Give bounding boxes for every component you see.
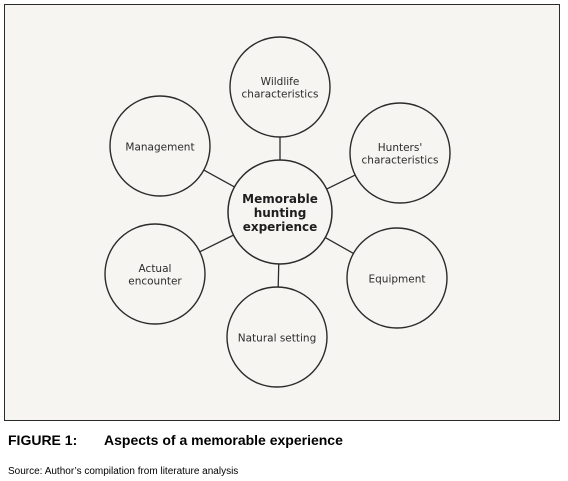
node-label-equipment-line-1: Equipment	[369, 273, 426, 285]
node-label-actual-encounter-line-2: encounter	[128, 276, 182, 288]
connector-hunters-characteristics	[326, 174, 356, 190]
node-hunters-characteristics: Hunters'characteristics	[349, 102, 451, 204]
center-node-label-line-2: hunting	[254, 206, 307, 220]
node-label-management-line-1: Management	[125, 141, 194, 153]
connector-equipment	[324, 236, 354, 255]
node-equipment: Equipment	[346, 227, 448, 329]
connector-management	[203, 169, 235, 188]
node-label-hunters-characteristics-line-1: Hunters'	[378, 142, 422, 154]
node-circle-management	[109, 95, 211, 197]
node-natural-setting: Natural setting	[226, 286, 328, 388]
center-node-label-line-1: Memorable	[242, 192, 318, 206]
aspects-diagram: WildlifecharacteristicsHunters'character…	[104, 36, 451, 388]
figure-caption-title: Aspects of a memorable experience	[104, 432, 343, 448]
node-label-hunters-characteristics-line-2: characteristics	[362, 155, 439, 167]
figure-source: Source: Author’s compilation from litera…	[8, 466, 239, 477]
figure-caption-label: FIGURE 1:	[8, 432, 78, 448]
center-node-label-line-3: experience	[243, 220, 318, 234]
node-label-wildlife-characteristics-line-2: characteristics	[242, 89, 319, 101]
center-node-circle	[227, 159, 333, 265]
figure-caption: FIGURE 1: Aspects of a memorable experien…	[8, 432, 343, 448]
node-circle-actual-encounter	[104, 223, 206, 325]
node-management: Management	[109, 95, 211, 197]
node-label-wildlife-characteristics-line-1: Wildlife	[261, 76, 300, 88]
connector-actual-encounter	[199, 234, 234, 253]
node-circle-wildlife-characteristics	[229, 36, 331, 138]
node-label-natural-setting-line-1: Natural setting	[238, 332, 316, 344]
node-label-actual-encounter-line-1: Actual	[139, 263, 172, 275]
node-circle-equipment	[346, 227, 448, 329]
node-circle-natural-setting	[226, 286, 328, 388]
node-circle-hunters-characteristics	[349, 102, 451, 204]
connector-natural-setting	[277, 263, 280, 288]
